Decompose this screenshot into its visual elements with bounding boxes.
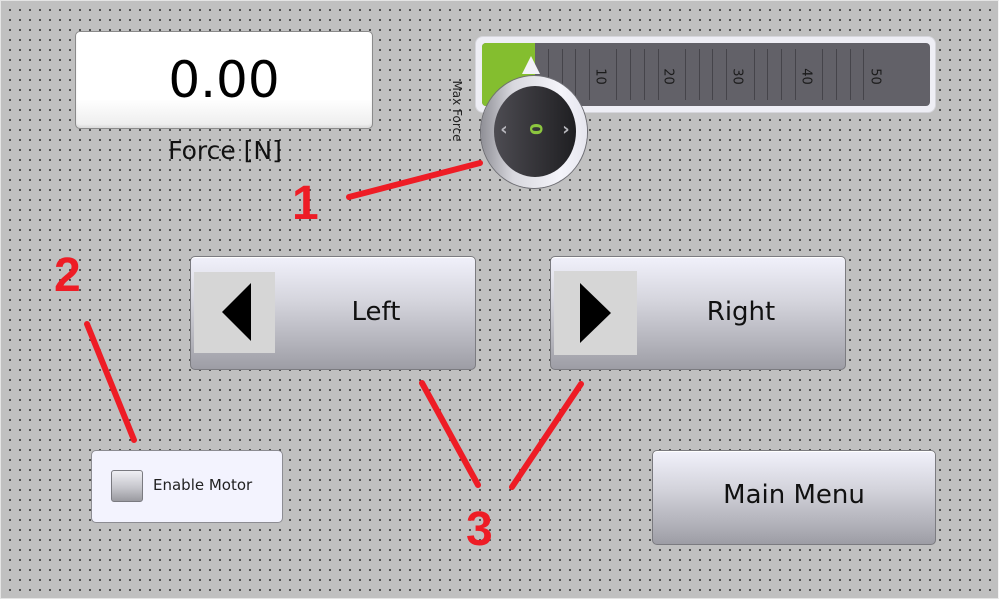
right-button-icon-box: [554, 271, 637, 355]
slider-tick: [616, 49, 617, 100]
slider-tick-label: 50: [867, 68, 883, 85]
enable-motor-label: Enable Motor: [153, 476, 253, 494]
left-button-label: Left: [351, 297, 401, 327]
slider-tick: [850, 49, 851, 100]
force-value: 0.00: [168, 51, 280, 109]
slider-tick: [836, 49, 837, 100]
triangle-left-icon: [222, 283, 251, 341]
slider-tick-label: 30: [729, 68, 745, 85]
slider-pointer-icon: [522, 56, 540, 74]
slider-tick: [630, 49, 631, 100]
slider-tick-label: 20: [660, 68, 676, 85]
max-force-knob-face[interactable]: [494, 86, 576, 177]
slider-tick: [548, 49, 549, 100]
slider-tick: [712, 49, 713, 100]
enable-motor-checkbox[interactable]: [111, 470, 143, 502]
slider-tick: [795, 49, 796, 100]
slider-tick: [863, 49, 864, 100]
main-menu-button-label: Main Menu: [723, 480, 865, 510]
annotation-label-2: 2: [54, 249, 81, 302]
right-button-label: Right: [706, 297, 776, 327]
annotation-label-3: 3: [466, 503, 493, 556]
enable-motor-toggle[interactable]: Enable Motor: [91, 450, 283, 523]
main-menu-button[interactable]: Main Menu: [652, 450, 936, 545]
slider-tick: [767, 49, 768, 100]
slider-tick: [699, 49, 700, 100]
force-value-display: 0.00: [75, 31, 373, 129]
slider-tick: [781, 49, 782, 100]
slider-tick: [575, 49, 576, 100]
slider-tick: [685, 49, 686, 100]
slider-tick-label: 10: [592, 68, 608, 85]
max-force-value: 0: [525, 123, 545, 135]
slider-tick: [754, 49, 755, 100]
max-force-label: Max Force: [450, 80, 464, 142]
chevron-left-icon[interactable]: ‹: [500, 119, 508, 140]
slider-tick: [644, 49, 645, 100]
slider-tick-label: 40: [798, 68, 814, 85]
annotation-label-1: 1: [292, 177, 319, 230]
slider-tick: [822, 49, 823, 100]
right-button[interactable]: Right: [550, 256, 846, 370]
slider-tick: [658, 49, 659, 100]
triangle-right-icon: [580, 283, 611, 343]
slider-tick: [589, 49, 590, 100]
slider-tick: [562, 49, 563, 100]
left-button-icon-box: [194, 272, 275, 353]
force-label: Force [N]: [168, 136, 282, 165]
slider-tick: [726, 49, 727, 100]
chevron-right-icon[interactable]: ›: [562, 119, 570, 140]
left-button[interactable]: Left: [190, 256, 476, 370]
